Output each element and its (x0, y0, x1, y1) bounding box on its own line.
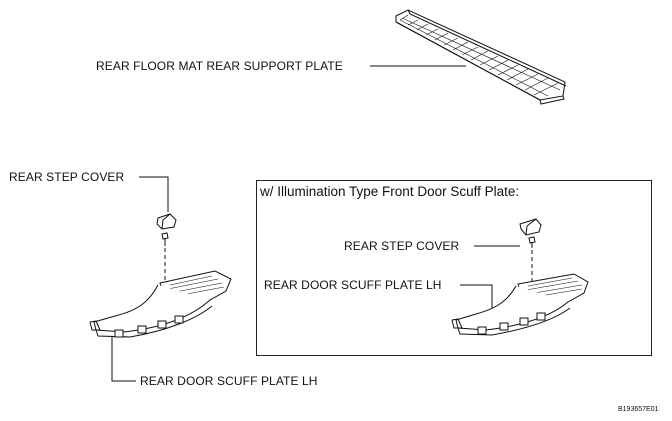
figure-code: B193657E01 (618, 406, 659, 413)
illumination-variant-box (256, 180, 652, 356)
scuff-plate-inset-drawing (451, 273, 589, 336)
scuff-plate-inset-label: REAR DOOR SCUFF PLATE LH (264, 278, 442, 292)
step-cover-left-leader-line (139, 176, 169, 212)
scuff-plate-left-label: REAR DOOR SCUFF PLATE LH (140, 374, 318, 388)
step-cover-left-drawing (156, 213, 177, 246)
floor-mat-support-plate-drawing (395, 9, 567, 105)
floor-mat-support-plate-label: REAR FLOOR MAT REAR SUPPORT PLATE (96, 59, 343, 73)
scuff-plate-left-drawing (89, 270, 232, 338)
step-cover-inset-drawing (519, 218, 542, 248)
inset-title: w/ Illumination Type Front Door Scuff Pl… (260, 184, 520, 199)
step-cover-left-label: REAR STEP COVER (9, 170, 125, 184)
scuff-plate-inset-leader-line (460, 284, 493, 318)
scuff-plate-left-leader-line (111, 336, 136, 382)
step-cover-inset-label: REAR STEP COVER (344, 239, 460, 253)
